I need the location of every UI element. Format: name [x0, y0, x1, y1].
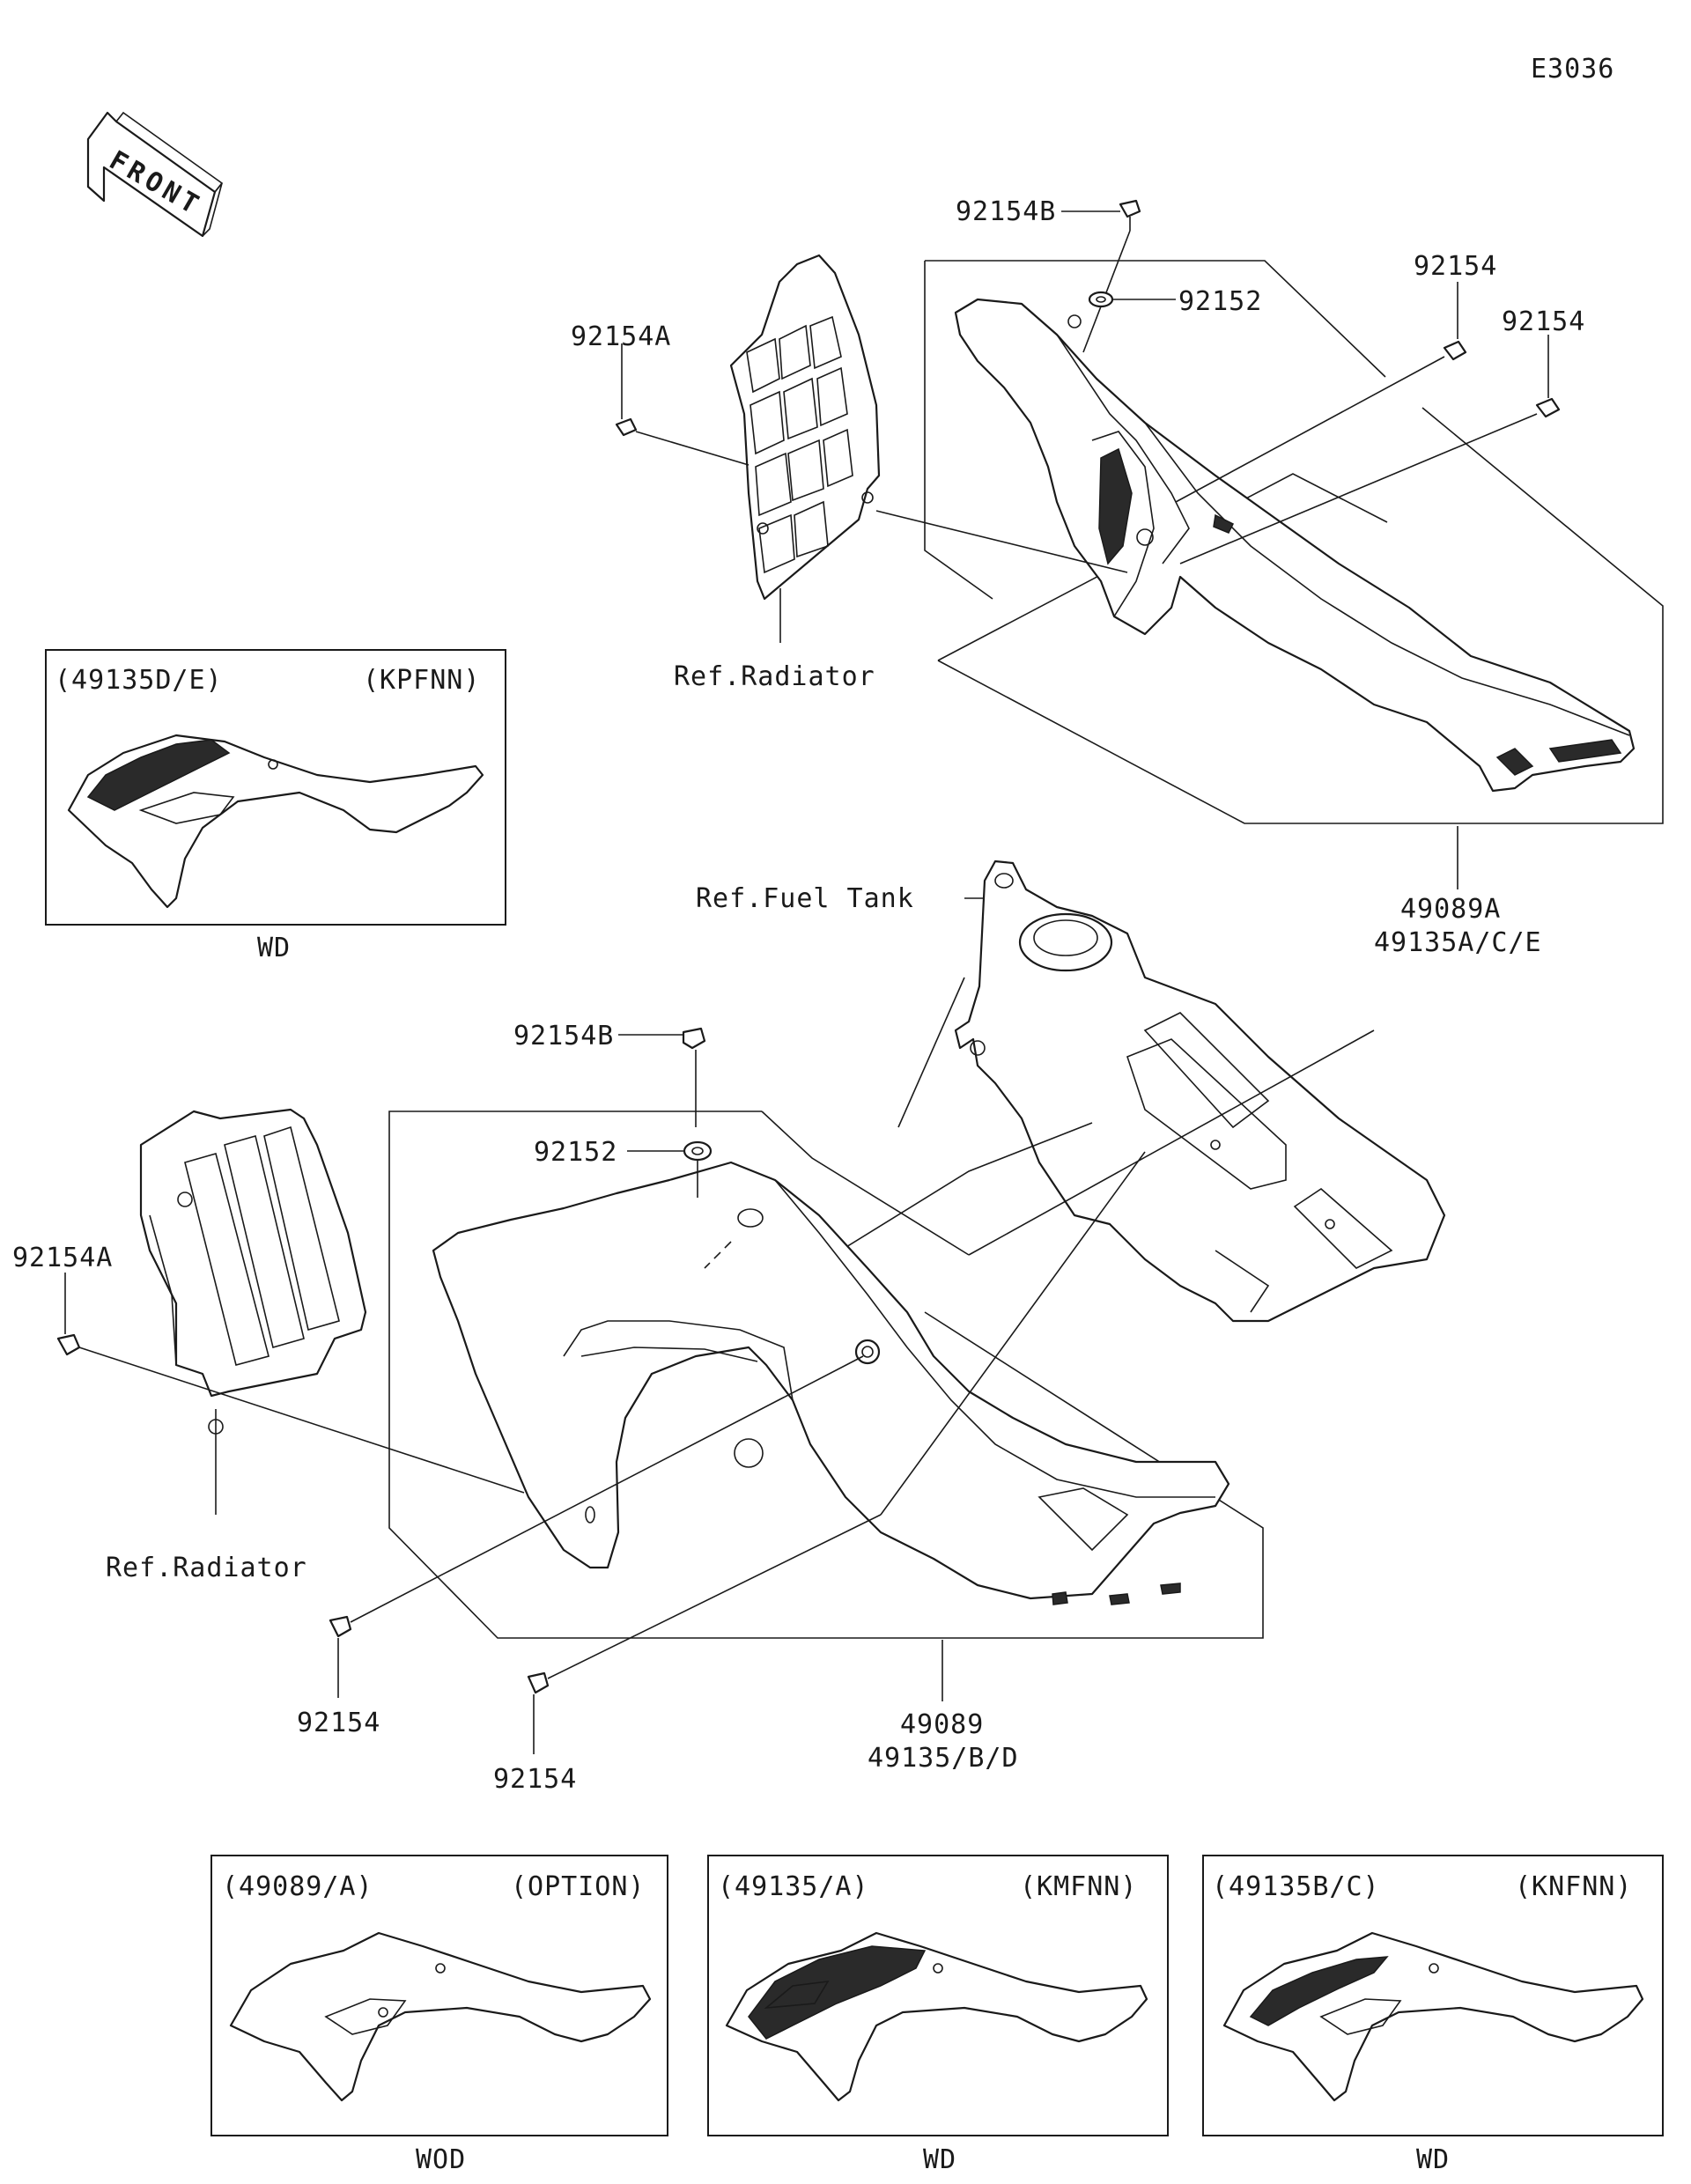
shroud-variant-thumbnail [67, 734, 484, 909]
upper-bolt-1-icon [1443, 340, 1467, 361]
variant-caption: WOD [416, 2144, 466, 2175]
front-arrow-icon: FRONT [86, 111, 224, 238]
upper-bolt-b-label: 92154B [956, 196, 1056, 227]
fuel-tank-ref-label: Ref.Fuel Tank [696, 883, 914, 914]
upper-part-number-2: 49135A/C/E [1374, 927, 1542, 958]
lower-bolt-1-icon [329, 1615, 352, 1638]
variant-caption: WD [257, 933, 291, 963]
variant-part-label: (49135D/E) [55, 665, 223, 696]
lower-part-number-1: 49089 [900, 1709, 984, 1740]
variant-caption: WD [923, 2144, 956, 2175]
diagram-code: E3036 [1531, 54, 1614, 85]
shroud-variant-thumbnail [1222, 1931, 1644, 2102]
variant-part-label: (49089/A) [222, 1871, 373, 1902]
upper-radiator-grille [729, 254, 881, 601]
upper-part-number-1: 49089A [1400, 894, 1501, 925]
upper-bolt-a-label: 92154A [571, 321, 671, 352]
lower-bolt-b-label: 92154B [513, 1021, 614, 1051]
variant-box: (49135B/C) (KNFNN) WD [1202, 1855, 1664, 2175]
upper-assembly-outline [925, 260, 1386, 378]
variant-part-label: (49135/A) [718, 1871, 869, 1902]
variant-box: (49135D/E) (KPFNN) WD [45, 649, 506, 963]
lower-washer-label: 92152 [534, 1137, 617, 1168]
lower-radiator-grille [139, 1108, 367, 1435]
lower-assembly-outline [388, 1110, 1264, 1639]
lower-shroud [432, 1161, 1230, 1605]
upper-radiator-ref-label: Ref.Radiator [674, 661, 875, 692]
lower-bolt-a-label: 92154A [12, 1243, 113, 1273]
upper-bolt-a-icon [615, 417, 638, 437]
upper-shroud [954, 298, 1636, 793]
upper-bolt-b-icon [1119, 199, 1141, 231]
fuel-tank [954, 860, 1446, 1323]
lower-bolt-1-label: 92154 [297, 1708, 380, 1738]
upper-bolt-2-icon [1535, 397, 1561, 418]
lower-radiator-ref-label: Ref.Radiator [106, 1553, 307, 1583]
lower-bolt-2-icon [527, 1671, 550, 1694]
variant-box: (49089/A) (OPTION) WOD [210, 1855, 668, 2175]
variant-part-label: (49135B/C) [1212, 1871, 1380, 1902]
lower-bolt-b-icon [682, 1027, 706, 1050]
variant-caption: WD [1416, 2144, 1450, 2175]
lower-part-number-2: 49135/B/D [868, 1743, 1019, 1774]
shroud-variant-thumbnail [725, 1931, 1148, 2102]
variant-code-label: (OPTION) [511, 1871, 646, 1902]
shroud-variant-thumbnail [229, 1931, 652, 2102]
upper-bolt-1-label: 92154 [1414, 251, 1497, 282]
upper-bolt-2-label: 92154 [1502, 306, 1585, 337]
lower-bolt-2-label: 92154 [493, 1764, 577, 1795]
lower-washer-icon [683, 1140, 713, 1162]
variant-code-label: (KPFNN) [363, 665, 480, 696]
lower-bolt-a-icon [56, 1333, 81, 1356]
variant-code-label: (KNFNN) [1515, 1871, 1632, 1902]
variant-box: (49135/A) (KMFNN) WD [707, 1855, 1169, 2175]
variant-code-label: (KMFNN) [1020, 1871, 1137, 1902]
upper-washer-icon [1088, 291, 1114, 308]
upper-washer-label: 92152 [1178, 286, 1262, 317]
